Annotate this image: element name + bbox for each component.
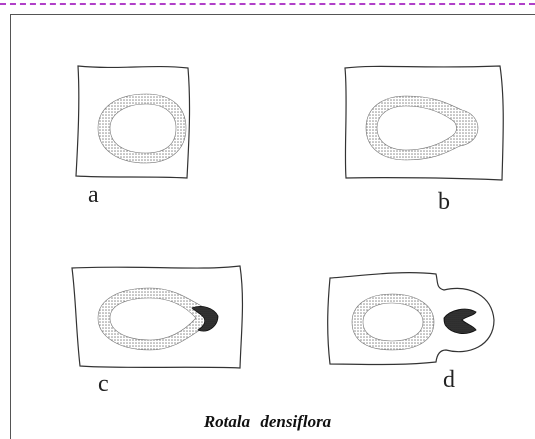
ring-b — [366, 96, 478, 160]
stage-a — [76, 66, 190, 178]
ring-c — [98, 288, 206, 350]
panel-label-b: b — [438, 190, 450, 214]
panel-label-c: c — [98, 372, 109, 396]
figure-caption: Rotala densiflora — [0, 412, 535, 432]
ring-d — [352, 294, 434, 350]
ring-a — [98, 94, 186, 163]
dark-core-d — [444, 309, 476, 333]
stage-b — [345, 66, 503, 180]
stage-c — [72, 266, 242, 368]
panel-label-d: d — [443, 368, 455, 392]
panel-label-a: a — [88, 183, 99, 207]
stage-d — [328, 273, 494, 365]
